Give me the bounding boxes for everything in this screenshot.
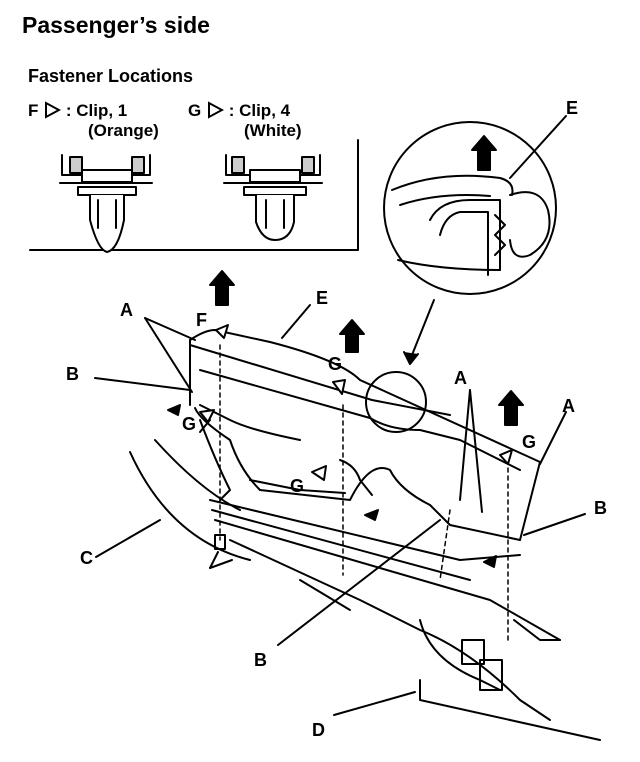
legend-box-border [29, 139, 359, 251]
callout-b: B [594, 498, 607, 518]
legend-clip-f: F : Clip, 1 (Orange) [28, 101, 159, 141]
legend-f-color: (Orange) [88, 121, 159, 140]
detail-leader [409, 299, 435, 361]
legend-g-color: (White) [244, 121, 302, 140]
dashed-guides [219, 344, 509, 641]
up-arrow-icon [498, 390, 524, 426]
callout-e: E [316, 288, 329, 308]
callout-e: E [566, 98, 579, 118]
callout-g: G [328, 354, 343, 374]
detail-contents [391, 174, 551, 276]
legend-clip-g: G : Clip, 4 (White) [188, 101, 302, 141]
callout-a: A [562, 396, 575, 416]
triangle-marker-icon [207, 101, 225, 119]
up-arrow-icon [339, 319, 365, 353]
detail-circle [383, 121, 557, 295]
callout-a: A [454, 368, 467, 388]
triangle-marker-icon [45, 101, 62, 119]
callout-g: G [182, 414, 197, 434]
small-detail-circle [365, 371, 427, 433]
legend-f-letter: F [28, 101, 39, 120]
legend-g-desc: : Clip, 4 [228, 101, 291, 120]
callout-d: D [312, 720, 325, 740]
legend-f-desc: : Clip, 1 [65, 101, 128, 120]
panel-outline [129, 329, 601, 741]
up-arrow-icon [471, 135, 497, 171]
legend-g-letter: G [188, 101, 202, 120]
fastener-locations-heading: Fastener Locations [28, 66, 194, 86]
clip-f-drawing [59, 154, 153, 253]
callout-a: A [120, 300, 133, 320]
callout-g: G [522, 432, 537, 452]
page-title: Passenger’s side [22, 12, 210, 38]
callout-c: C [80, 548, 93, 568]
callout-b: B [66, 364, 79, 384]
callout-f: F [196, 310, 207, 330]
up-arrow-icon [209, 270, 235, 306]
clip-g-drawing [223, 154, 323, 241]
callout-b: B [254, 650, 267, 670]
callout-g: G [290, 476, 305, 496]
